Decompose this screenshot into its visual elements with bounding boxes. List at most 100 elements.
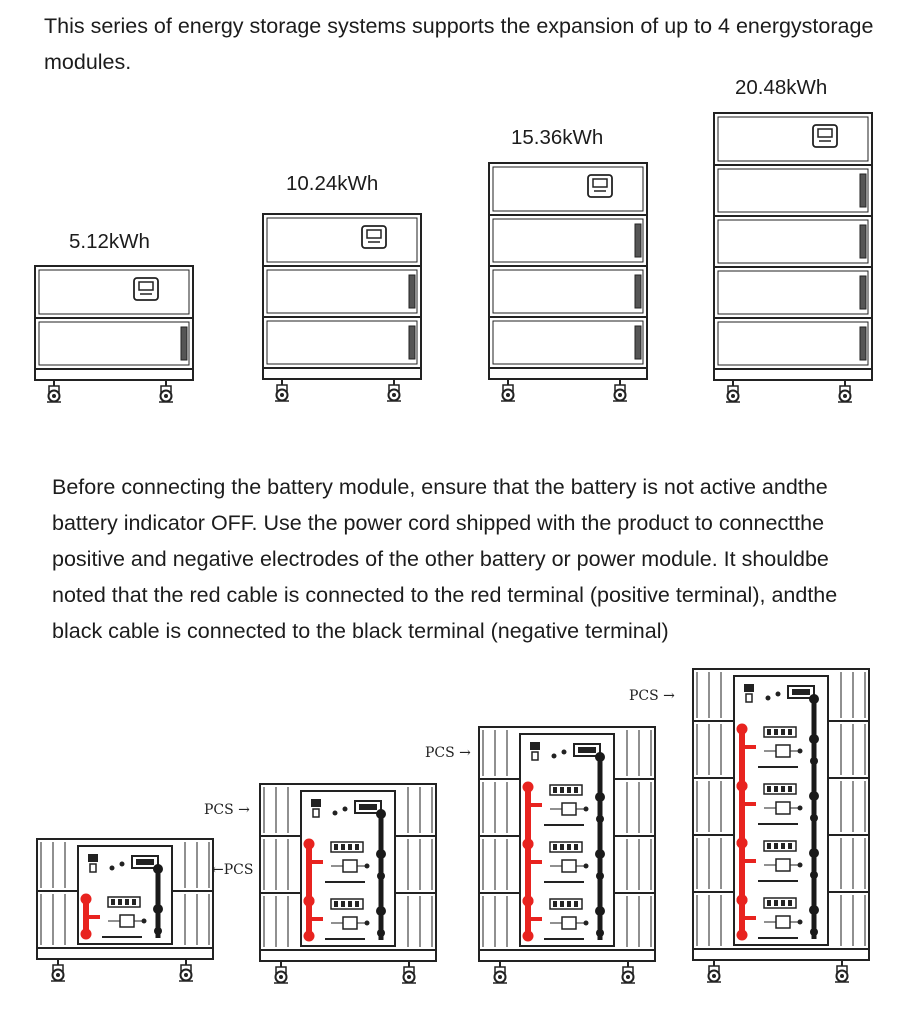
negative-terminal (154, 927, 162, 935)
control-module-inner (38, 269, 190, 315)
connector-pin (767, 786, 771, 792)
caster-wheel-left (275, 379, 289, 402)
battery-module (713, 215, 873, 268)
positive-terminal (522, 838, 534, 850)
breaker-switch-icon (88, 854, 98, 862)
indicator-dot (797, 862, 803, 868)
module-port-icon (561, 802, 577, 816)
base-frame (713, 368, 873, 381)
module-port-icon (775, 858, 791, 872)
caster-wheel-right (621, 961, 635, 984)
terminal-block-inner (792, 689, 810, 695)
battery-module-inner (717, 270, 869, 315)
negative-terminal (809, 734, 819, 744)
positive-terminal (736, 723, 748, 735)
battery-module (488, 265, 648, 318)
module-side-label (859, 173, 867, 208)
base-frame (692, 948, 870, 961)
rear-wiring-unit-3-modules (478, 726, 656, 984)
connector-pin (560, 901, 564, 907)
indicator-dot (119, 861, 125, 867)
connector-pin (111, 899, 115, 905)
capacity-label-1: 5.12kWh (69, 230, 150, 253)
positive-terminal (303, 838, 315, 850)
connector-pin (767, 843, 771, 849)
positive-terminal (736, 780, 748, 792)
indicator-dot (797, 805, 803, 811)
battery-module (713, 266, 873, 319)
control-module (713, 112, 873, 166)
module-port-icon (775, 744, 791, 758)
indicator-dot (364, 863, 370, 869)
caster-wheel-right (613, 379, 627, 402)
connector-pin (118, 899, 122, 905)
module-side-label (180, 326, 188, 361)
battery-module-inner (492, 218, 644, 263)
module-side-label (859, 326, 867, 361)
negative-terminal (596, 929, 604, 937)
indicator-dot (109, 865, 115, 871)
battery-module (488, 316, 648, 369)
module-port-icon (119, 914, 135, 928)
caster-wheel-left (707, 960, 721, 983)
base-frame (478, 949, 656, 962)
connector-pin (553, 844, 557, 850)
indicator-dot (797, 748, 803, 754)
negative-terminal (377, 929, 385, 937)
positive-terminal (80, 928, 92, 940)
negative-terminal (376, 849, 386, 859)
battery-module-inner (38, 321, 190, 366)
capacity-label-2: 10.24kWh (286, 172, 379, 195)
negative-terminal (809, 791, 819, 801)
connector-strip (107, 896, 141, 908)
pcs-label-2: PCS → (204, 802, 250, 818)
connector-pin (574, 844, 578, 850)
indicator-dot (551, 753, 557, 759)
module-side-label (634, 325, 642, 360)
pcs-label-1: ←PCS (212, 862, 254, 878)
capacity-label-3: 15.36kWh (511, 126, 604, 149)
module-port-icon (342, 916, 358, 930)
indicator-dot (775, 691, 781, 697)
caster-wheel-right (179, 959, 193, 982)
battery-module-inner (492, 320, 644, 365)
caster-wheel-right (159, 380, 173, 403)
front-unit-20kwh (713, 112, 873, 403)
capacity-label-4: 20.48kWh (735, 76, 828, 99)
connector-pin (788, 843, 792, 849)
indicator-dot (797, 919, 803, 925)
rear-wiring-unit-4-modules (692, 668, 870, 983)
connector-pin (781, 729, 785, 735)
port-icon (745, 693, 753, 703)
connector-strip (763, 783, 797, 795)
battery-module-inner (717, 219, 869, 264)
rear-wiring-unit-1-module (36, 838, 214, 982)
positive-terminal (522, 930, 534, 942)
battery-module (262, 265, 422, 318)
positive-terminal (522, 781, 534, 793)
module-side-label (634, 223, 642, 258)
connector-strip (549, 841, 583, 853)
caster-wheel-left (501, 379, 515, 402)
negative-terminal (810, 757, 818, 765)
negative-terminal (809, 848, 819, 858)
negative-terminal (153, 864, 163, 874)
negative-terminal (153, 904, 163, 914)
module-port-icon (561, 859, 577, 873)
positive-terminal (303, 895, 315, 907)
terminal-block-inner (136, 859, 154, 865)
control-module-inner (266, 217, 418, 263)
connector-pin (341, 901, 345, 907)
negative-terminal (595, 792, 605, 802)
connector-pin (574, 787, 578, 793)
connector-pin (553, 787, 557, 793)
negative-terminal (376, 809, 386, 819)
caster-wheel-left (47, 380, 61, 403)
caster-wheel-right (387, 379, 401, 402)
positive-terminal (303, 930, 315, 942)
base-frame (34, 368, 194, 381)
indicator-dot (561, 749, 567, 755)
connector-pin (334, 901, 338, 907)
front-unit-5kwh (34, 265, 194, 403)
module-side-label (859, 224, 867, 259)
